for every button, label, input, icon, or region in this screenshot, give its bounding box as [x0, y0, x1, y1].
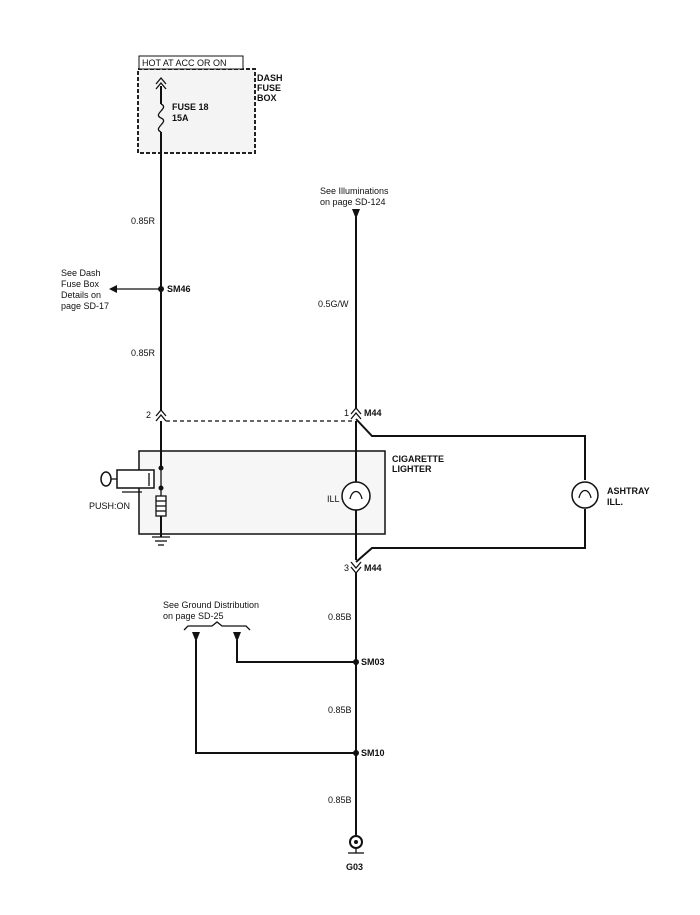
connector-pin2-chevron-b [155, 413, 167, 422]
connector-pin3-label: 3 [344, 563, 349, 573]
wire-label-085b-1: 0.85B [328, 612, 352, 622]
dash-fuse-box-label-3: BOX [257, 93, 277, 103]
fuse-details-ref-3: Details on [61, 290, 101, 300]
push-on-label: PUSH:ON [89, 501, 130, 511]
connector-pin3-chevron [350, 561, 362, 570]
wire-label-085r-1: 0.85R [131, 216, 156, 226]
ashtray-bulb-filament [578, 489, 592, 499]
fuse-details-ref-4: page SD-17 [61, 301, 109, 311]
hot-label-box [138, 55, 244, 70]
arrow-left-icon [109, 285, 117, 293]
connector-pin1-chevron [350, 406, 362, 415]
fuse-rating: 15A [172, 113, 189, 123]
ground-g03-label: G03 [346, 862, 363, 872]
lighter-ill-filament [349, 490, 363, 500]
splice-sm10-label: SM10 [361, 748, 385, 758]
connector-m44-bottom-label: M44 [364, 563, 382, 573]
fuse-name: FUSE 18 [172, 102, 209, 112]
illumination-ref-2: on page SD-124 [320, 197, 386, 207]
lighter-label-2: LIGHTER [392, 464, 432, 474]
fuse-icon [157, 103, 165, 133]
ground-dist-ref-2: on page SD-25 [163, 611, 224, 621]
splice-sm10-dot [353, 750, 359, 756]
splice-sm03-label: SM03 [361, 657, 385, 667]
ashtray-label-1: ASHTRAY [607, 486, 650, 496]
lighter-contact-dot [158, 465, 164, 471]
arrow-down-icon-3 [233, 632, 241, 642]
wire-to-ashtray [355, 418, 586, 480]
ashtray-label-2: ILL. [607, 497, 623, 507]
wire-label-085r-2: 0.85R [131, 348, 156, 358]
wire-from-ashtray [355, 509, 586, 563]
wire-label-05gw: 0.5G/W [318, 299, 349, 309]
connector-pin2-label: 2 [146, 410, 151, 420]
illumination-ref-1: See Illuminations [320, 186, 389, 196]
fuse-top-connector-chevron [155, 76, 167, 85]
lighter-ill-bulb-icon [341, 481, 371, 511]
wire-label-085b-2: 0.85B [328, 705, 352, 715]
lighter-label-1: CIGARETTE [392, 454, 444, 464]
splice-sm03-dot [353, 659, 359, 665]
ground-dist-brace [183, 621, 251, 631]
ground-dist-ref-1: See Ground Distribution [163, 600, 259, 610]
wire-label-085b-3: 0.85B [328, 795, 352, 805]
hot-label: HOT AT ACC OR ON [142, 58, 227, 68]
connector-m44-top-label: M44 [364, 408, 382, 418]
splice-sm46-label: SM46 [167, 284, 191, 294]
wire-to-sm10 [195, 640, 356, 754]
ill-label: ILL [327, 494, 340, 504]
dash-fuse-box-label-2: FUSE [257, 83, 281, 93]
ground-g03-terminal-center [354, 840, 358, 844]
wire-to-sm03 [236, 640, 356, 663]
arrow-down-icon [352, 209, 360, 219]
arrow-down-icon-2 [192, 632, 200, 642]
fuse-top-connector-chevron-2 [155, 81, 167, 90]
connector-pin1-chevron-b [350, 411, 362, 420]
dash-fuse-box-label-1: DASH [257, 73, 283, 83]
ashtray-bulb-icon [571, 481, 599, 509]
fuse-details-ref-2: Fuse Box [61, 279, 100, 289]
push-knob-icon [100, 471, 112, 487]
connector-pin1-label: 1 [344, 408, 349, 418]
fuse-details-ref-1: See Dash [61, 268, 101, 278]
connector-pin2-chevron [155, 408, 167, 417]
